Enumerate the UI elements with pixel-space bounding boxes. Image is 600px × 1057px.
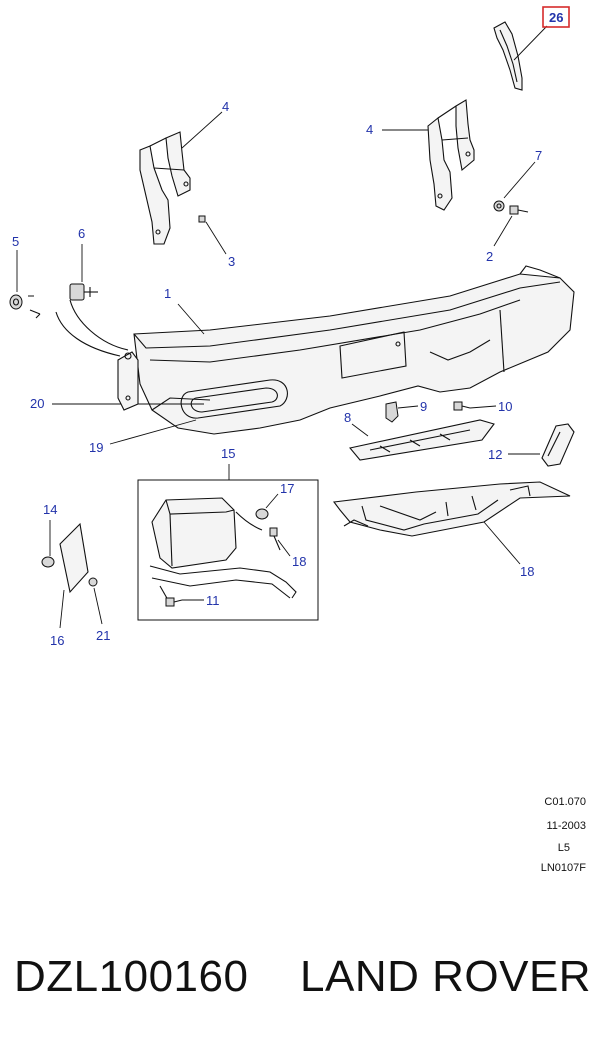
footer: DZL100160 LAND ROVER — [0, 940, 600, 1020]
callout-11[interactable]: 18 — [520, 564, 534, 579]
part-18-screw — [269, 527, 291, 557]
inset-box-15 — [137, 479, 319, 621]
callout-8[interactable]: 8 — [344, 410, 351, 425]
parts-diagram: 26 4 4 7 2 3 — [9, 6, 575, 648]
callout-9[interactable]: 9 — [420, 399, 427, 414]
callout-19[interactable]: 19 — [89, 440, 103, 455]
callout-6[interactable]: 2 — [486, 249, 493, 264]
part-number: DZL100160 — [14, 952, 249, 1001]
part-6-bolt — [493, 205, 529, 247]
diagram-date: 11-2003 — [546, 820, 586, 832]
callout-4-left[interactable]: 4 — [222, 99, 229, 114]
part-3-stud — [69, 244, 98, 301]
callout-10[interactable]: 10 — [498, 399, 512, 414]
callout-1[interactable]: 1 — [164, 286, 171, 301]
callout-2[interactable]: 5 — [12, 234, 19, 249]
callout-21[interactable]: 21 — [96, 628, 110, 643]
part-10-screw — [453, 401, 497, 411]
callout-7[interactable]: 7 — [535, 148, 542, 163]
part-4-right-bracket — [382, 99, 475, 211]
part-13-plate — [59, 522, 89, 629]
part-9-clip — [385, 401, 419, 423]
part-2-grommet — [9, 250, 23, 310]
wiring-harness — [28, 295, 129, 357]
part-26-trim-strip — [493, 21, 548, 91]
diagram-revision: L5 — [557, 842, 570, 854]
leader-19 — [109, 419, 197, 445]
brand-name: LAND ROVER — [300, 952, 592, 1001]
part-15-lamp-assembly — [149, 497, 297, 601]
callout-5[interactable]: 3 — [228, 254, 235, 269]
highlight-box-26 — [542, 6, 570, 28]
callout-18[interactable]: 18 — [292, 554, 306, 569]
callout-4-right[interactable]: 4 — [366, 122, 373, 137]
part-5-clip — [198, 215, 227, 255]
part-11-undertray — [332, 481, 571, 565]
callout-15[interactable]: 15 — [221, 446, 235, 461]
part-16-screw — [165, 597, 204, 607]
part-4-left-bracket — [139, 111, 223, 245]
callout-14[interactable]: 14 — [43, 502, 57, 517]
callout-12[interactable]: 12 — [488, 447, 502, 462]
callout-17[interactable]: 17 — [280, 481, 294, 496]
part-21-fastener — [88, 577, 103, 625]
part-12-reflector — [508, 423, 575, 467]
part-8-panel — [348, 419, 495, 461]
part-17-grommet — [255, 493, 279, 520]
part-14-grommet — [41, 520, 55, 568]
callout-3[interactable]: 6 — [78, 226, 85, 241]
left-end-bracket — [117, 351, 139, 411]
callout-26[interactable]: 26 — [549, 10, 563, 25]
callout-13[interactable]: 16 — [50, 633, 64, 648]
part-1-bumper-cover — [133, 265, 575, 435]
diagram-code: C01.070 — [544, 796, 586, 808]
callout-20[interactable]: 20 — [30, 396, 44, 411]
callout-16[interactable]: 11 — [206, 593, 220, 608]
diagram-reference: LN0107F — [540, 862, 586, 874]
part-7-nut — [493, 161, 536, 212]
